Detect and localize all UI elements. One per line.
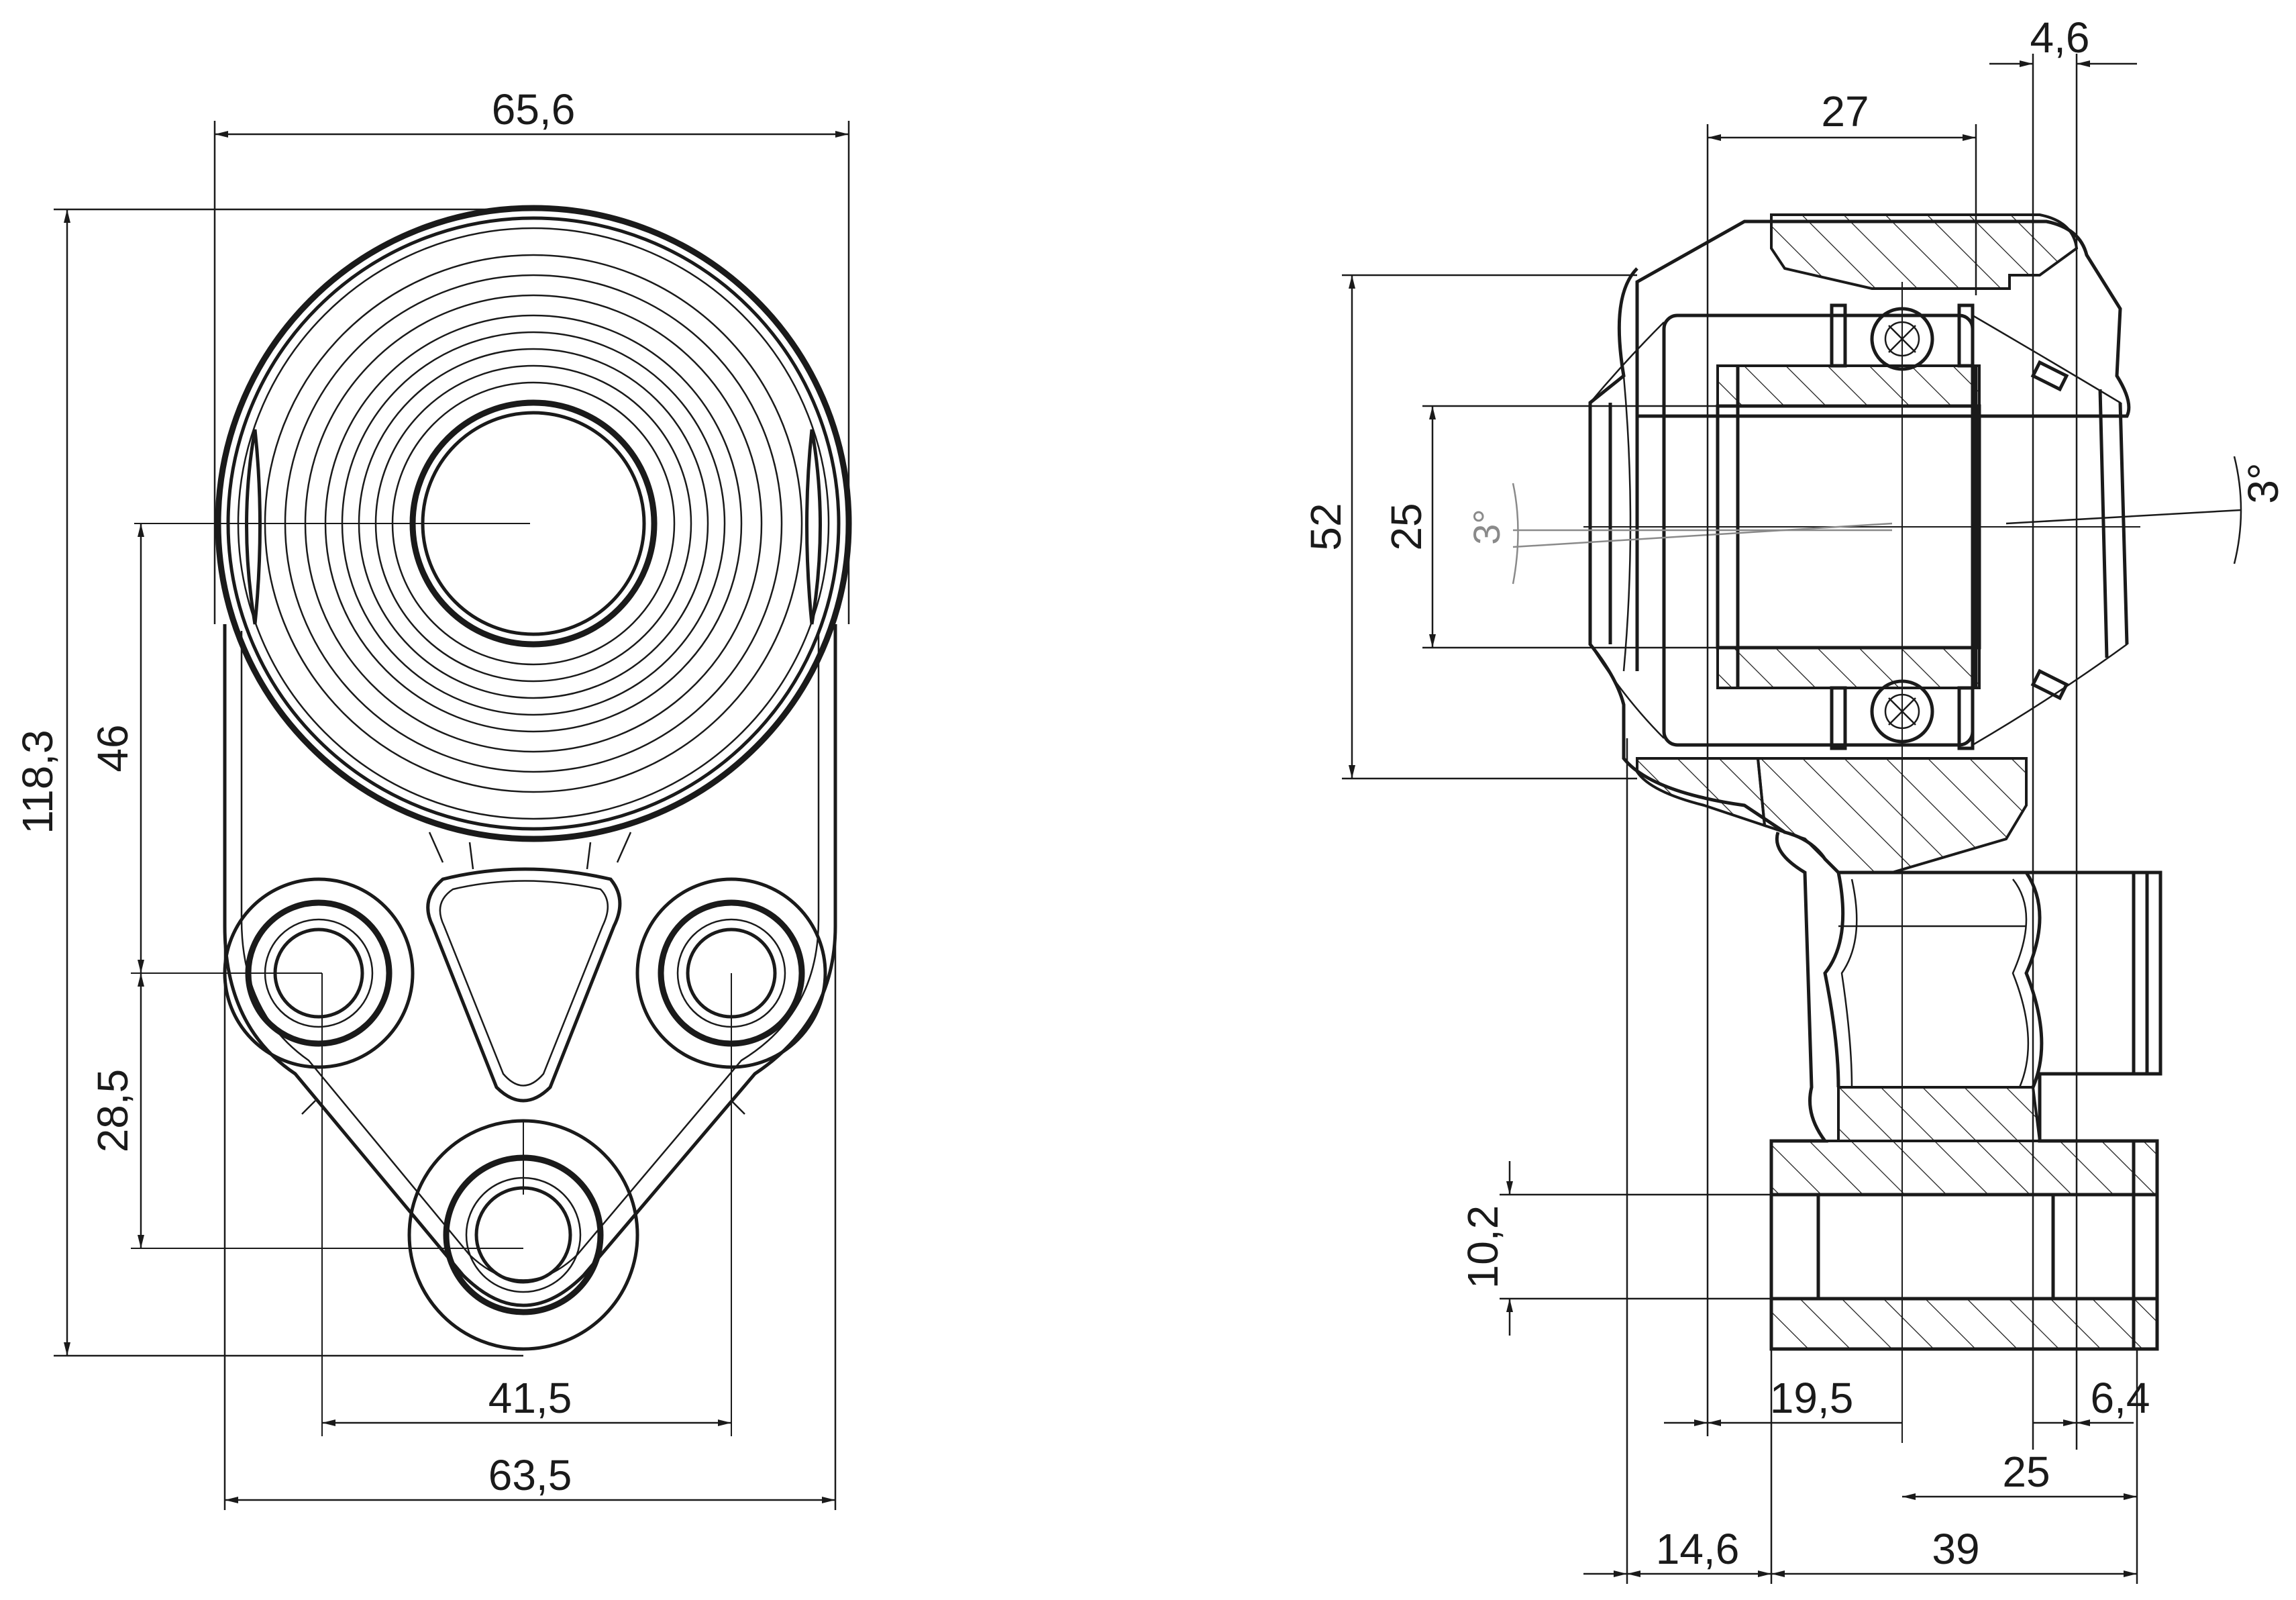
dim-port-10-2-label: 10,2 <box>1459 1205 1507 1289</box>
port-block-web <box>1837 1086 2042 1142</box>
dim-top-27-label: 27 <box>1821 87 1869 136</box>
dim-height-total-label: 118,3 <box>13 730 62 834</box>
dim-bottom-19-5-label: 19,5 <box>1770 1374 1854 1422</box>
front-housing-outline <box>223 624 837 1307</box>
dim-bottom-25-label: 25 <box>2002 1448 2050 1496</box>
lower-web-section-2 <box>1636 757 1767 828</box>
channel-neck <box>1823 871 2044 1088</box>
front-view: 65,6 118,3 46 28,5 41,5 63,5 <box>13 85 852 1510</box>
dim-bottom-39-label: 39 <box>1932 1525 1979 1573</box>
dim-bottom-14-6-label: 14,6 <box>1656 1525 1740 1573</box>
inner-ring-top-section <box>1716 364 1981 407</box>
dim-width-bottom-label: 63,5 <box>488 1451 572 1499</box>
dim-width-top-label: 65,6 <box>492 85 576 134</box>
triangular-pocket <box>426 867 622 1103</box>
dim-outer-dia-52-label: 52 <box>1302 503 1350 550</box>
side-port-boss <box>2040 870 2149 1076</box>
lower-web-section <box>1756 757 2028 874</box>
dim-hole-spacing-v1-label: 46 <box>89 724 137 772</box>
upper-flange <box>1635 219 2131 418</box>
bottom-port-bore <box>474 1186 572 1284</box>
left-slot <box>245 429 262 625</box>
upper-housing-section <box>1770 213 2079 290</box>
dim-hole-spacing-h-label: 41,5 <box>488 1374 572 1422</box>
dim-hole-spacing-v2-label: 28,5 <box>89 1069 137 1153</box>
dim-top-4-6-label: 4,6 <box>2030 13 2090 62</box>
section-view: 27 4,6 52 25 3° 3° 10,2 19,5 6,4 25 14,6… <box>1302 13 2287 1584</box>
port-block-top-section <box>1770 1140 2158 1196</box>
dim-angle-right-label: 3° <box>2239 462 2287 503</box>
port-block-bottom-section <box>1770 1297 2158 1350</box>
dim-bottom-6-4-label: 6,4 <box>2091 1374 2150 1422</box>
port-bore <box>1769 1193 2159 1301</box>
right-slot <box>805 429 822 625</box>
dim-angle-left-label: 3° <box>1465 509 1508 545</box>
dim-bore-25-label: 25 <box>1382 503 1430 550</box>
inner-ring-bottom-section <box>1716 646 1981 689</box>
